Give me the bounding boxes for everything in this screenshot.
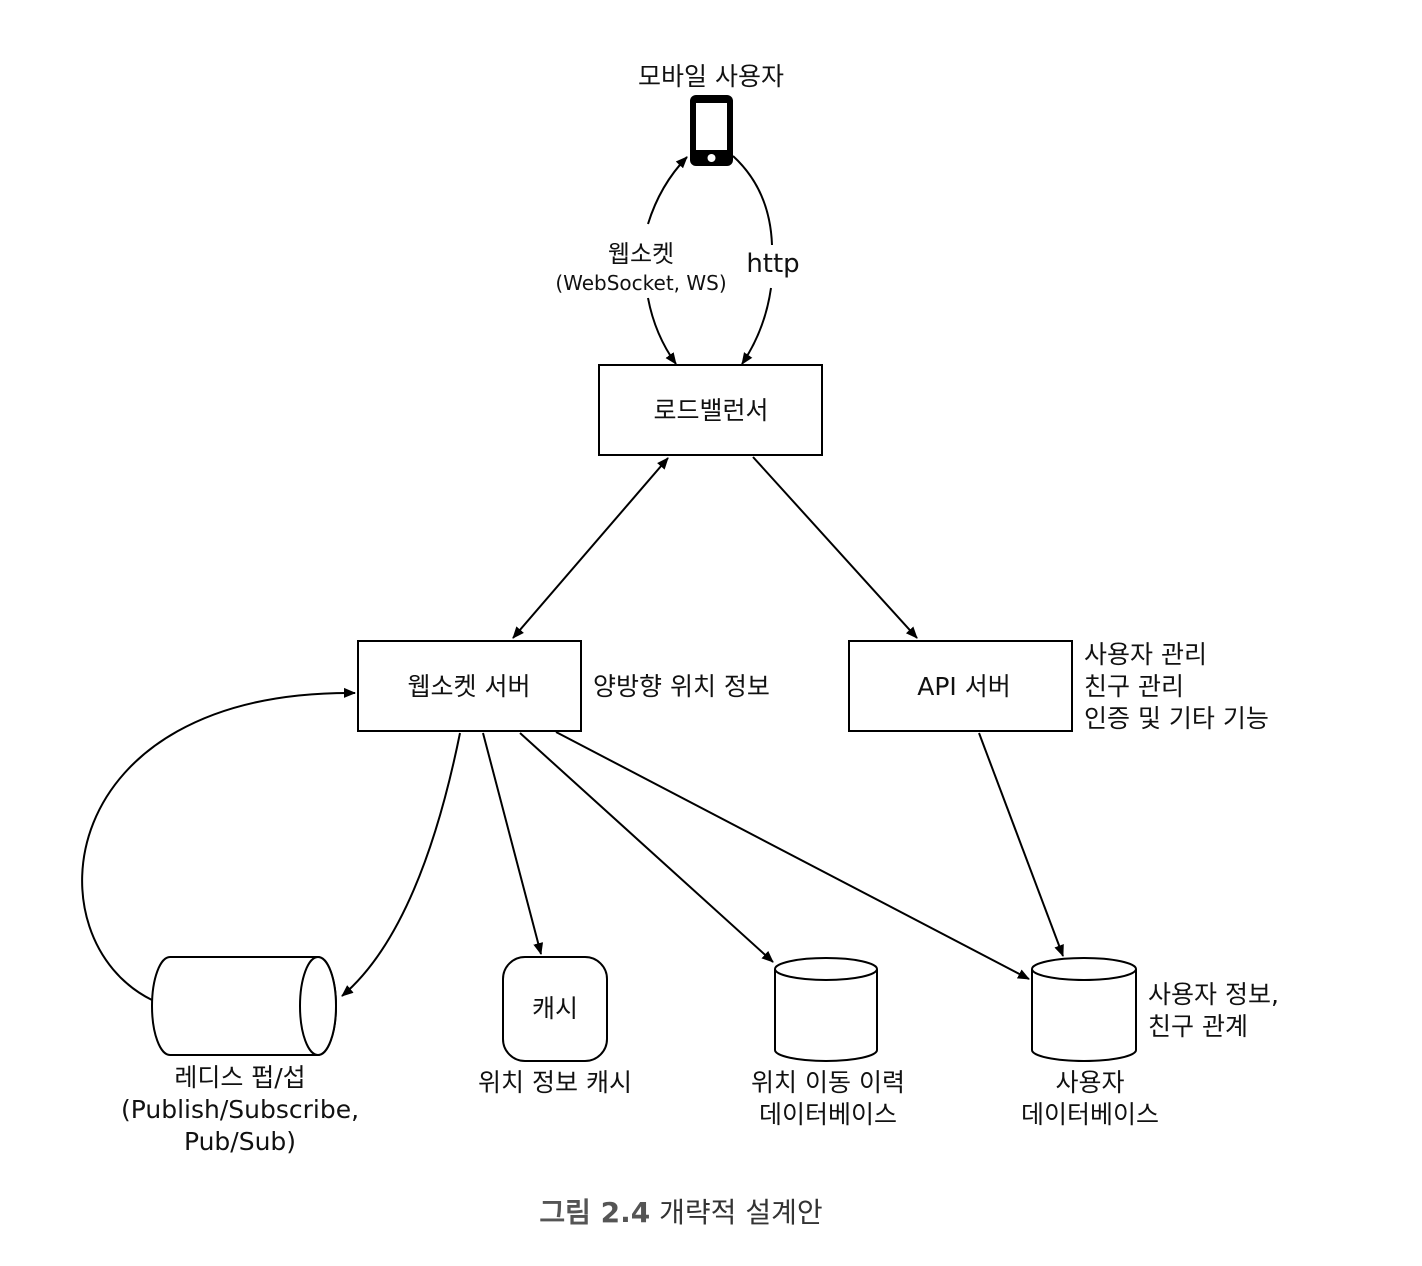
redis-pubsub-label: Pub/Sub) xyxy=(184,1127,296,1156)
api-server-box xyxy=(848,640,1073,732)
websocket-edge-label: 웹소켓 xyxy=(608,240,674,268)
websocket-edge-lower xyxy=(647,297,677,365)
redis-pubsub-label: 레디스 펍/섭 xyxy=(174,1063,305,1092)
websocket-server-label: 웹소켓 서버 xyxy=(408,672,531,701)
mobile-user-label: 모바일 사용자 xyxy=(638,62,784,91)
location-history-db-label: 데이터베이스 xyxy=(759,1100,897,1129)
figure-caption-text: 개략적 설계안 xyxy=(659,1196,822,1229)
websocket-server-user-db-edge xyxy=(555,731,1030,980)
http-edge-upper xyxy=(732,155,773,246)
user-db-label: 사용자 xyxy=(1055,1068,1124,1097)
lb-websocket-server-edge xyxy=(512,457,669,639)
lb-api-server-edge xyxy=(752,456,918,639)
user-db-note: 사용자 정보, xyxy=(1148,980,1279,1009)
websocket-edge-sublabel: (WebSocket, WS) xyxy=(555,271,726,295)
websocket-server-redis-edge xyxy=(341,732,461,997)
redis-pubsub-cylinder xyxy=(151,956,337,1056)
figure-caption: 그림 2.4 개략적 설계안 xyxy=(539,1196,822,1229)
cache-label: 캐시 xyxy=(532,994,578,1023)
load-balancer-label: 로드밸런서 xyxy=(653,396,768,425)
cache-box xyxy=(502,956,608,1062)
api-server-note: 인증 및 기타 기능 xyxy=(1084,704,1269,733)
smartphone-icon xyxy=(690,95,733,166)
location-history-db-label: 위치 이동 이력 xyxy=(751,1068,905,1097)
user-db-label: 데이터베이스 xyxy=(1021,1100,1159,1129)
websocket-edge-upper xyxy=(647,156,688,225)
websocket-server-cache-edge xyxy=(482,732,544,955)
websocket-server-box xyxy=(357,640,582,732)
location-history-db-cylinder xyxy=(774,957,878,1062)
api-server-user-db-edge xyxy=(978,732,1064,957)
user-db-cylinder xyxy=(1031,957,1137,1062)
websocket-server-history-db-edge xyxy=(519,732,774,963)
redis-websocket-server-loop-edge xyxy=(81,687,356,1001)
api-server-note: 친구 관리 xyxy=(1084,672,1184,701)
user-db-note: 친구 관계 xyxy=(1148,1012,1248,1041)
api-server-note: 사용자 관리 xyxy=(1084,640,1207,669)
cache-caption: 위치 정보 캐시 xyxy=(478,1068,632,1097)
http-edge-label: http xyxy=(746,249,799,279)
websocket-server-note: 양방향 위치 정보 xyxy=(593,672,770,701)
api-server-label: API 서버 xyxy=(917,672,1011,701)
load-balancer-box xyxy=(598,364,823,456)
redis-pubsub-label: (Publish/Subscribe, xyxy=(121,1095,359,1124)
figure-caption-prefix: 그림 2.4 xyxy=(539,1196,650,1229)
http-edge-lower xyxy=(741,287,772,365)
